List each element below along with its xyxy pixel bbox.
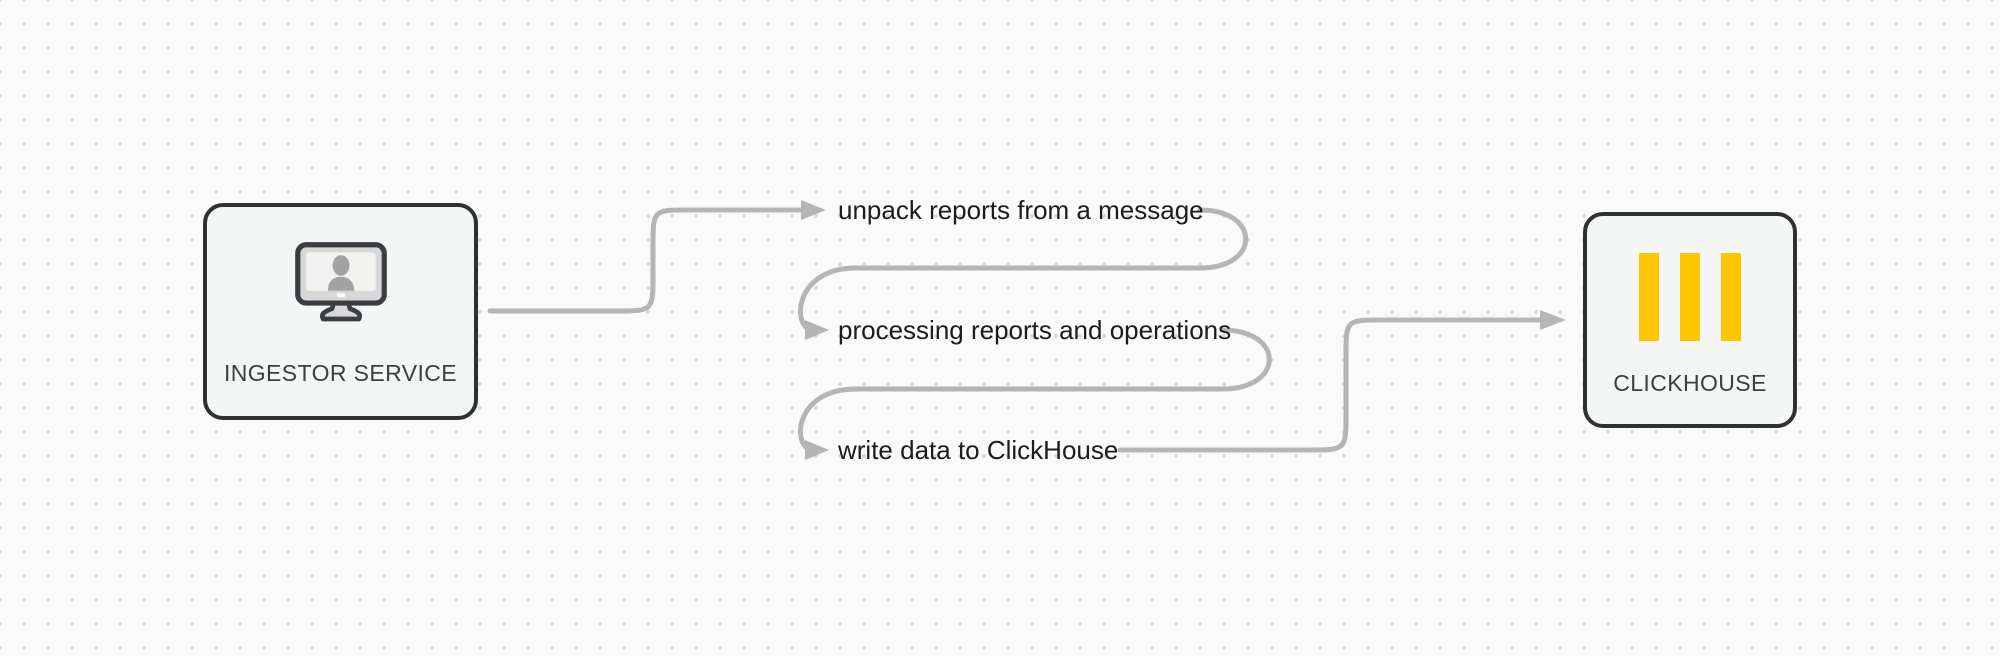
arrowhead-step2-icon <box>805 320 829 340</box>
connector-step2-to-step3 <box>798 327 1272 453</box>
node-label-clickhouse: CLICKHOUSE <box>1613 370 1767 396</box>
clickhouse-bar <box>1639 253 1659 341</box>
monitor-notch <box>336 293 345 298</box>
connector-ingestor-to-step1 <box>487 207 804 314</box>
step-label-write-data[interactable]: write data to ClickHouse <box>838 435 1119 466</box>
step-label-unpack-reports[interactable]: unpack reports from a message <box>838 195 1204 226</box>
user-silhouette-icon <box>327 255 354 291</box>
arrowhead-clickhouse-icon <box>1540 310 1566 330</box>
node-ingestor-service[interactable]: INGESTOR SERVICE <box>203 203 478 420</box>
arrowhead-step3-icon <box>805 440 829 460</box>
monitor-stand <box>319 300 362 322</box>
node-label-ingestor: INGESTOR SERVICE <box>223 360 458 386</box>
clickhouse-bar <box>1721 253 1741 341</box>
monitor-user-icon <box>294 242 387 322</box>
connector-step3-to-clickhouse <box>1117 317 1543 453</box>
step-label-processing-reports[interactable]: processing reports and operations <box>838 315 1232 346</box>
connector-step1-to-step2 <box>798 207 1249 333</box>
clickhouse-bar <box>1680 253 1700 341</box>
arrowhead-step1-icon <box>801 200 826 220</box>
clickhouse-bars-icon <box>1639 253 1741 341</box>
node-clickhouse[interactable]: CLICKHOUSE <box>1583 212 1797 428</box>
